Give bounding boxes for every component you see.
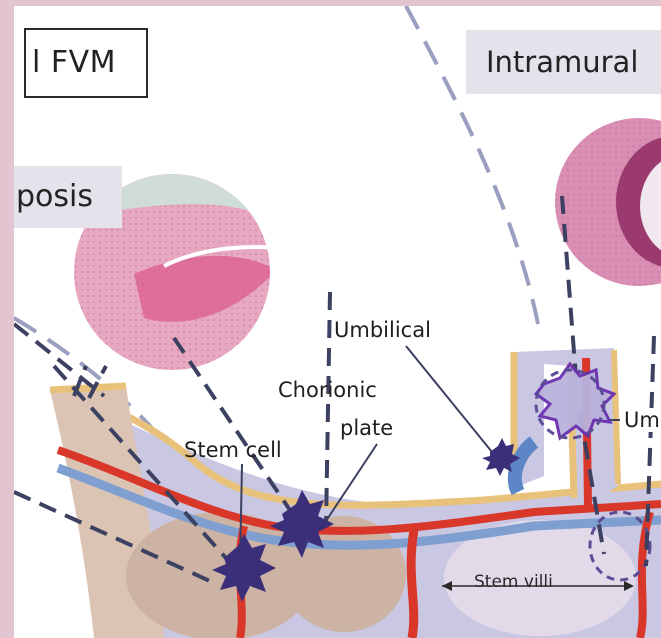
histology-image-2 <box>554 116 661 288</box>
label-stem-villi: Stem villi <box>474 572 553 592</box>
label-plate: plate <box>340 416 393 440</box>
diagram-panel: l FVM posis Intramural Umbilical Chorion… <box>14 6 661 638</box>
box-apoptosis: posis <box>14 166 122 228</box>
artery-branch-2 <box>411 530 414 638</box>
frame-border-left <box>0 0 14 638</box>
label-chorionic: Chorionic <box>278 378 377 402</box>
label-um: Um <box>620 408 661 432</box>
label-umbilical: Umbilical <box>334 318 431 342</box>
label-stem-cell: Stem cell <box>184 438 282 462</box>
box-fvm: l FVM <box>24 28 148 98</box>
box-intramural: Intramural <box>466 30 661 94</box>
